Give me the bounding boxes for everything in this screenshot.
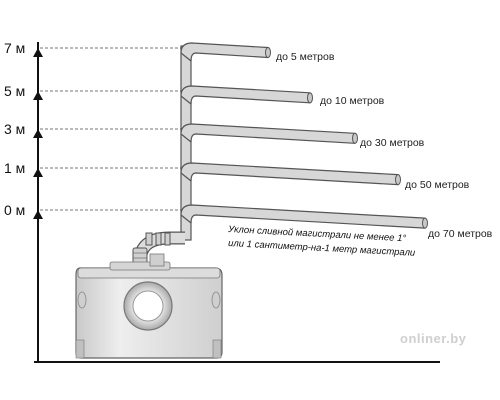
axis-arrow: [33, 168, 43, 177]
level-guide-lines: [40, 47, 182, 211]
level-label: 7 м: [4, 40, 25, 56]
distance-label: до 50 метров: [405, 179, 470, 191]
distance-label: до 30 метров: [360, 137, 425, 149]
pipe-end: [307, 92, 313, 104]
pipe-end: [352, 132, 358, 144]
axis-arrows: [33, 48, 43, 219]
level-label: 5 м: [4, 83, 25, 99]
distance-labels: до 5 метров до 10 метров до 30 метров до 50…: [276, 51, 493, 240]
level-label: 3 м: [4, 121, 25, 137]
distance-label: до 5 метров: [276, 51, 335, 63]
branch-pipe: [180, 123, 356, 144]
distance-label: до 70 метров: [428, 228, 493, 240]
slope-note: Уклон сливной магистрали не менее 1° или…: [227, 224, 416, 259]
branch-pipe: [180, 42, 269, 62]
pipe-end: [422, 217, 428, 229]
level-label: 1 м: [4, 160, 25, 176]
level-label: 0 м: [4, 202, 25, 218]
watermark: onliner.by: [400, 331, 467, 346]
axis-arrow: [33, 48, 43, 57]
branch-pipe: [180, 204, 426, 229]
branch-pipe: [180, 85, 311, 105]
discharge-pipes: [180, 42, 428, 241]
distance-label: до 10 метров: [320, 95, 385, 107]
pump-unit: [75, 253, 223, 359]
pipe-end: [395, 174, 401, 186]
pipe-end: [265, 47, 271, 59]
axis-arrow: [33, 129, 43, 138]
outlet-elbow: [132, 231, 185, 267]
level-labels: 7 м 5 м 3 м 1 м 0 м: [4, 40, 25, 218]
branch-pipe: [180, 162, 399, 186]
axis-arrow: [33, 91, 43, 100]
axis-arrow: [33, 210, 43, 219]
